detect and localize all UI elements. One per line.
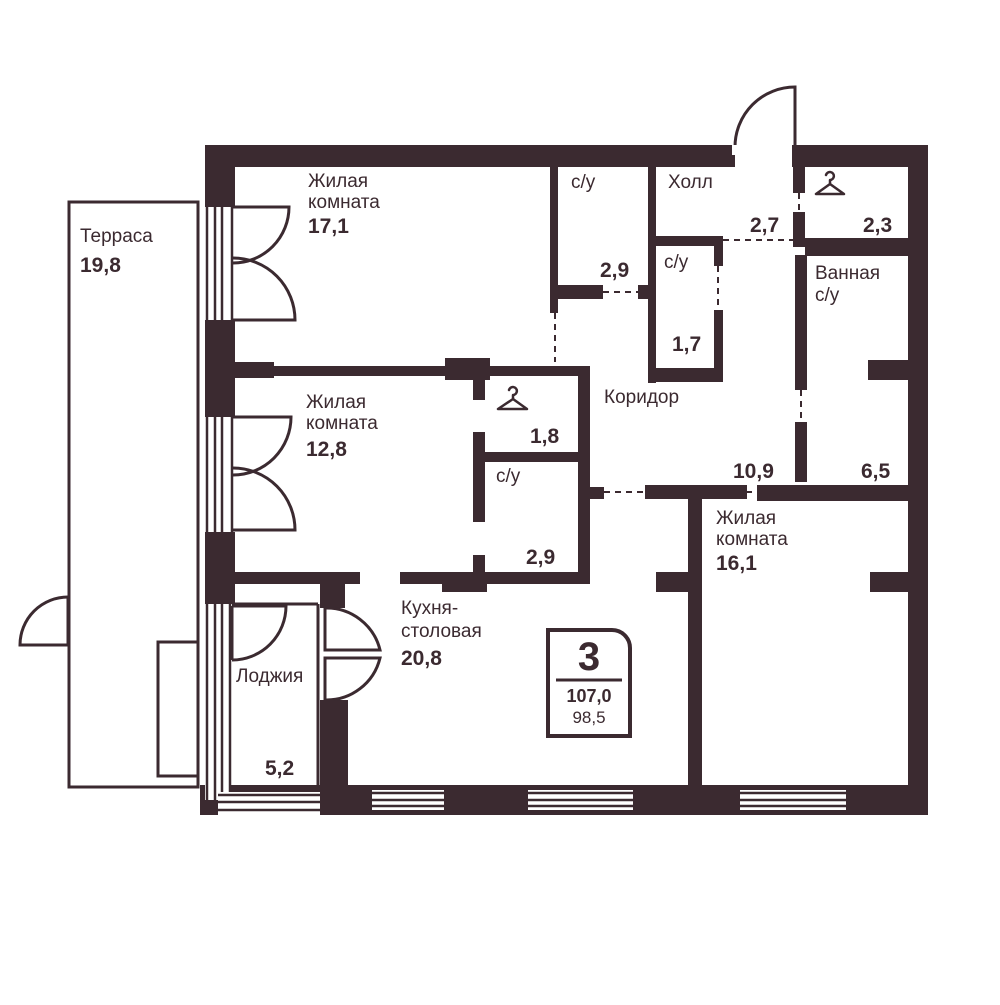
room-corridor-name: Коридор [604,387,679,408]
room-living-1: Жилая комната 17,1 [308,171,380,238]
room-hall: Холл 2,7 [668,172,779,237]
room-wardrobe-1-area: 2,3 [863,214,892,237]
room-terrace-area: 19,8 [80,254,121,277]
terrace-door-swing [18,595,70,647]
room-corridor: Коридор 10,9 [604,387,774,483]
windows [205,207,846,815]
entrance-door[interactable] [733,85,797,148]
badge-total-area: 107,0 [566,686,611,706]
room-wc-2: с/у 1,7 [664,252,701,356]
loggia-door [230,604,288,662]
room-living-3: Жилая комната 16,1 [716,508,788,575]
room-bathroom-name-1: Ванная [815,263,880,284]
room-living-3-name-1: Жилая [716,508,776,529]
room-wc-2-area: 1,7 [672,333,701,356]
room-wc-3-area: 2,9 [526,546,555,569]
room-terrace-name: Терраса [80,226,153,247]
hanger-icon [814,170,846,196]
badge-rooms-count: 3 [578,635,600,679]
room-wc-1: с/у 2,9 [571,172,629,282]
balcony-door-room-2 [232,415,297,532]
loggia-outline [232,602,320,785]
room-wardrobe-2: 1,8 [530,425,560,448]
room-living-3-area: 16,1 [716,552,757,575]
room-loggia-area: 5,2 [265,757,294,780]
room-loggia-name: Лоджия [236,666,303,687]
apartment-badge: 3 107,0 98,5 [546,628,632,738]
room-hall-area: 2,7 [750,214,779,237]
room-living-3-name-2: комната [716,529,788,550]
room-living-1-name-2: комната [308,192,380,213]
room-wc-3: с/у 2,9 [496,466,555,569]
room-wardrobe-1: 2,3 [863,214,892,237]
room-living-2-name-1: Жилая [306,392,366,413]
room-loggia: Лоджия 5,2 [236,666,303,780]
room-hall-name: Холл [668,172,713,193]
room-living-1-name-1: Жилая [308,171,368,192]
room-bathroom: Ванная с/у 6,5 [815,263,891,483]
badge-frame [546,628,632,738]
room-kitchen: Кухня- столовая 20,8 [401,598,482,670]
entrance-opening [732,145,792,155]
room-wardrobe-2-area: 1,8 [530,425,560,448]
room-living-1-area: 17,1 [308,215,349,238]
room-wc-3-name: с/у [496,466,521,487]
room-kitchen-area: 20,8 [401,647,442,670]
room-wc-1-area: 2,9 [600,259,629,282]
room-wc-2-name: с/у [664,252,689,273]
room-kitchen-name-1: Кухня- [401,598,458,619]
room-wc-1-name: с/у [571,172,596,193]
room-terrace: Терраса 19,8 [80,226,153,277]
room-living-2-area: 12,8 [306,438,347,461]
room-living-2: Жилая комната 12,8 [306,392,378,461]
badge-living-area: 98,5 [572,708,605,727]
dashed-openings [554,193,802,493]
room-bathroom-area: 6,5 [861,460,891,483]
hanger-icon [496,385,529,411]
terrace-outline [67,200,200,789]
room-living-2-name-2: комната [306,413,378,434]
room-corridor-area: 10,9 [733,460,774,483]
room-kitchen-name-2: столовая [401,621,482,642]
kitchen-loggia-door [323,606,382,702]
room-bathroom-name-2: с/у [815,285,840,306]
balcony-door-room-1 [232,205,297,322]
interior-walls [230,160,913,815]
